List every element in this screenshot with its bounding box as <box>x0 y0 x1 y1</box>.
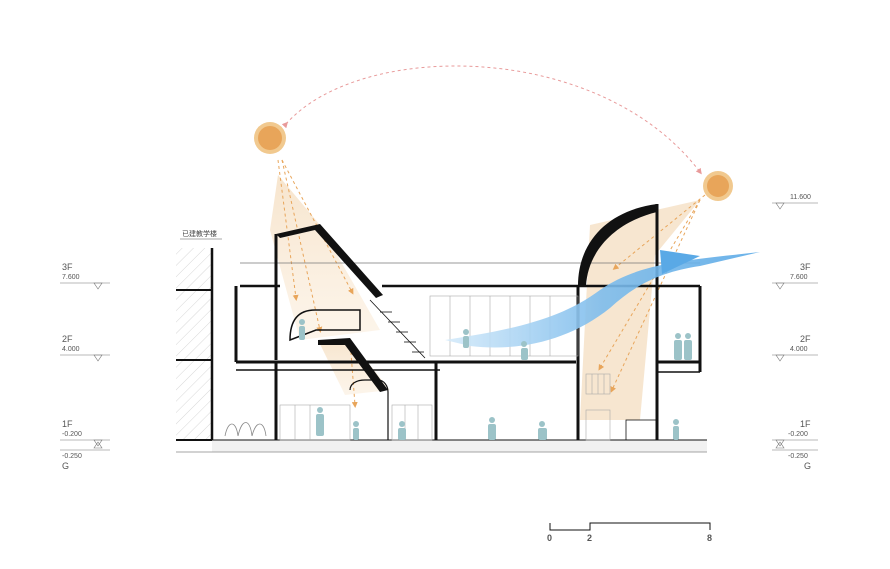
sun-icon <box>703 171 733 201</box>
svg-text:0: 0 <box>547 533 552 543</box>
svg-text:3F: 3F <box>800 262 811 272</box>
lightwell <box>289 309 361 342</box>
level-marker-1f-right: 1F -0.200 <box>772 419 818 451</box>
sunlight-cone-left <box>270 175 380 340</box>
svg-text:11.600: 11.600 <box>790 194 811 201</box>
level-marker-icon <box>775 439 785 447</box>
svg-text:2F: 2F <box>62 334 73 344</box>
svg-text:-0.250: -0.250 <box>62 453 82 460</box>
level-marker-icon <box>93 439 103 447</box>
level-marker-3f-left: 3F 7.600 <box>60 262 110 290</box>
svg-text:1F: 1F <box>62 419 73 429</box>
level-marker-3f-right: 3F 7.600 <box>772 262 818 290</box>
level-marker-roof-right: 11.600 <box>772 194 818 210</box>
level-marker-g-left: -0.250 G <box>62 453 82 471</box>
levels-right: 11.600 3F 7.600 2F 4.000 1F -0.200 -0.25… <box>772 194 818 471</box>
svg-text:7.600: 7.600 <box>62 274 80 281</box>
svg-text:4.000: 4.000 <box>62 346 80 353</box>
level-marker-icon <box>93 354 103 362</box>
svg-text:2F: 2F <box>800 334 811 344</box>
sun-icon <box>254 122 286 154</box>
svg-text:G: G <box>62 461 69 471</box>
level-marker-icon <box>775 282 785 290</box>
level-marker-2f-right: 2F 4.000 <box>772 334 818 362</box>
svg-text:G: G <box>804 461 811 471</box>
svg-text:-0.250: -0.250 <box>788 453 808 460</box>
level-marker-icon <box>775 202 785 210</box>
svg-text:-0.200: -0.200 <box>62 431 82 438</box>
scale-bar: 0 2 8 <box>547 522 712 543</box>
level-marker-g-right: -0.250 G <box>788 453 811 471</box>
existing-building-label: 已建教学楼 <box>182 229 217 238</box>
sunlight-cone-right <box>580 200 700 420</box>
level-marker-2f-left: 2F 4.000 <box>60 334 110 362</box>
level-marker-icon <box>775 354 785 362</box>
stair <box>369 299 426 359</box>
svg-text:2: 2 <box>587 533 592 543</box>
svg-text:8: 8 <box>707 533 712 543</box>
existing-building <box>176 248 212 440</box>
svg-text:-0.200: -0.200 <box>788 431 808 438</box>
people-figures <box>299 319 692 440</box>
levels-left: 3F 7.600 2F 4.000 1F -0.200 -0.250 G <box>60 262 110 471</box>
skylight-tower-right <box>578 204 657 286</box>
level-marker-icon <box>93 282 103 290</box>
svg-text:1F: 1F <box>800 419 811 429</box>
skylight-tower-left <box>276 224 383 298</box>
svg-text:3F: 3F <box>62 262 73 272</box>
svg-text:7.600: 7.600 <box>790 274 808 281</box>
svg-text:4.000: 4.000 <box>790 346 808 353</box>
level-marker-1f-left: 1F -0.200 <box>60 419 110 451</box>
wind-arrow-icon <box>445 252 760 348</box>
sun-path-arc-icon <box>281 65 702 175</box>
shrubs <box>224 422 267 437</box>
ground <box>212 440 707 452</box>
